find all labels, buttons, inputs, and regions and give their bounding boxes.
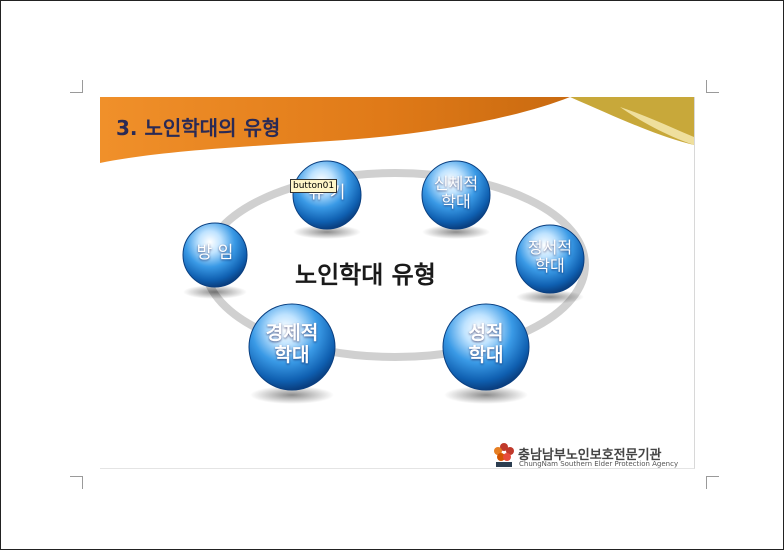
agency-logo-icon [494,443,514,467]
bubble-orb-4 [442,303,530,391]
header-accent-white [620,107,694,145]
bubble-orb-5 [248,303,336,391]
slide: 3. 노인학대의 유형 유 기 신체적 학대 정서적 학대 성적 학대 경제적 … [100,97,695,469]
agency-name-en: ChungNam Southern Elder Protection Agenc… [519,460,679,468]
crop-mark-bottom-left [70,476,83,489]
bubble-orb-3 [515,224,585,294]
agency-name-ko: 충남남부노인보호전문기관 [518,448,662,463]
button01-tag[interactable]: button01 [290,179,338,193]
slide-title: 3. 노인학대의 유형 [116,116,281,140]
bubble-label-5: 경제적 학대 [265,322,319,366]
bubble-label-4: 성적 학대 [468,322,504,366]
header-accent-gold [570,97,694,145]
crop-mark-bottom-right [706,476,719,489]
bubble-label-6: 방 임 [196,243,234,263]
bubble-label-3: 정서적 학대 [527,238,573,276]
bubble-orb-2 [421,160,491,230]
bubble-label-2: 신체적 학대 [433,174,479,212]
crop-mark-top-left [70,80,83,93]
bubble-shadows [183,225,584,404]
header-banner [100,97,570,163]
crop-mark-top-right [706,80,719,93]
slide-background [100,97,694,467]
bubble-orb-1 [292,160,362,230]
bubble-orb-6 [182,222,248,288]
center-label: 노인학대 유형 [295,261,436,289]
